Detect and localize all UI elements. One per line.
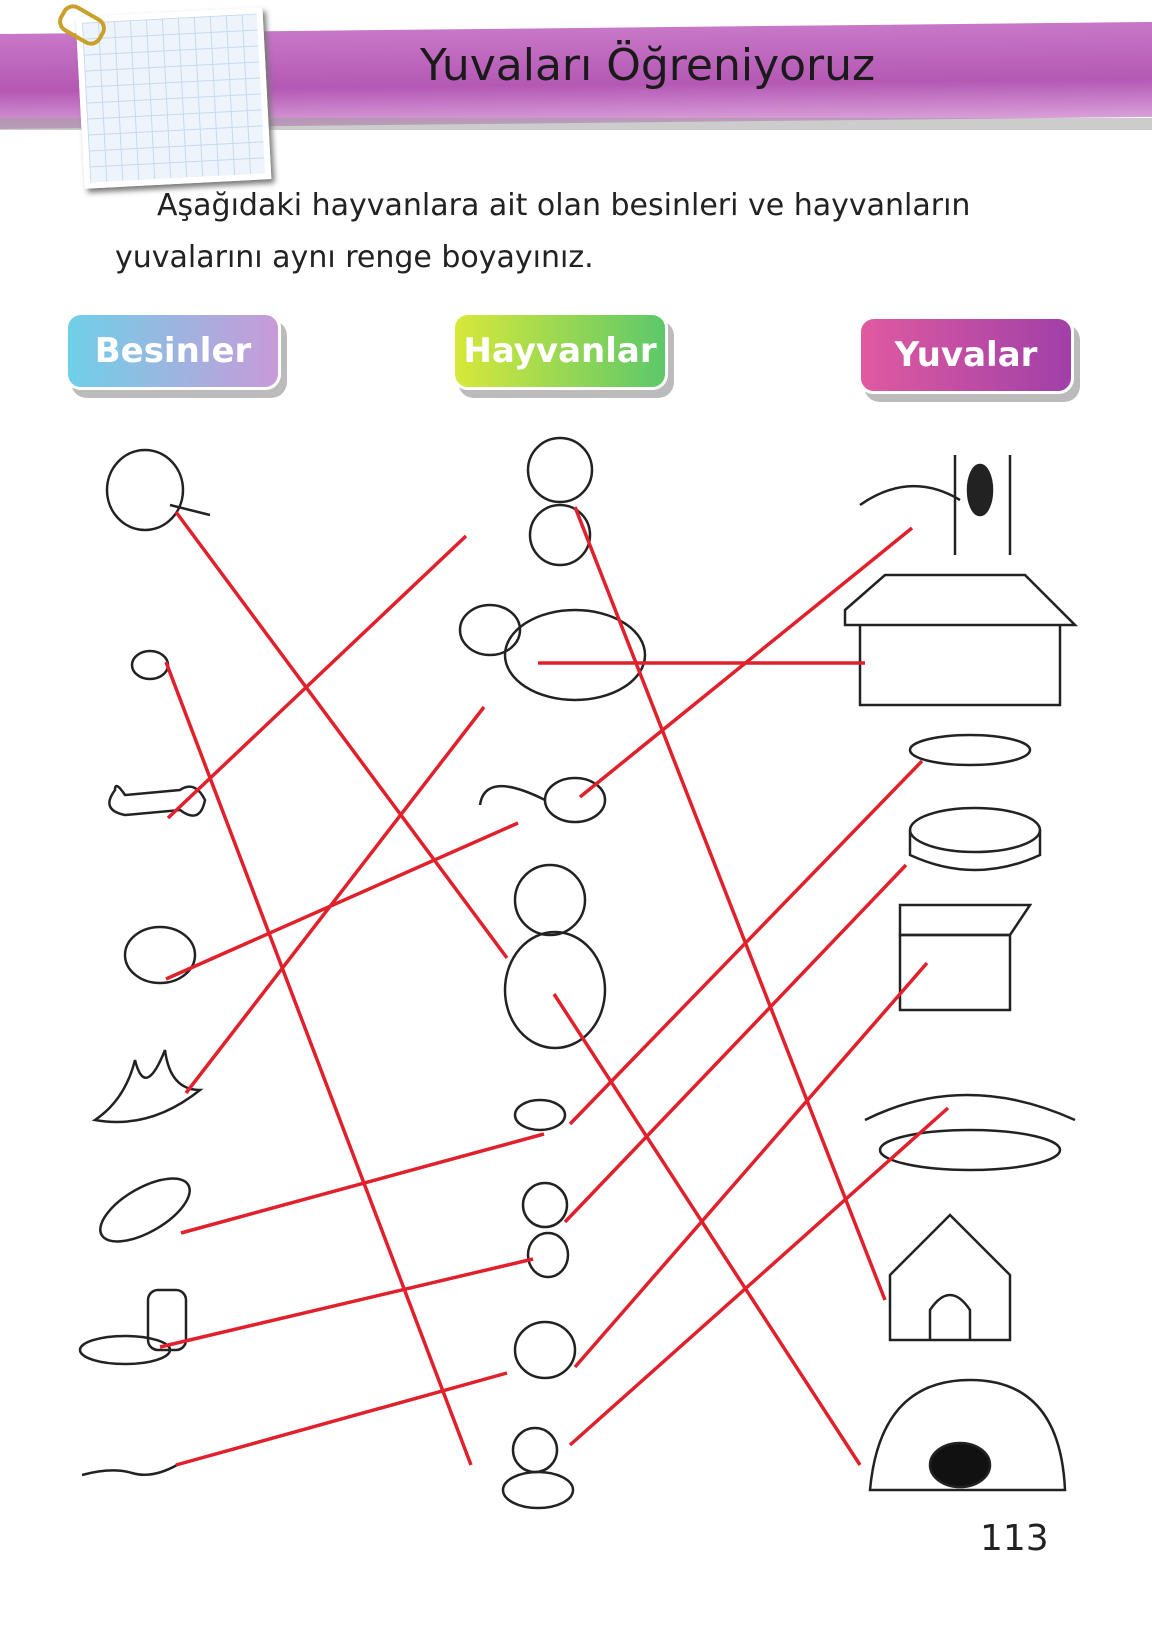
match-line (184, 705, 486, 1095)
milk-drawing (78, 1288, 188, 1366)
foods-header: Besinler (65, 312, 281, 390)
cave-drawing (868, 1378, 1067, 1492)
dog-drawing (526, 436, 594, 567)
basket-drawing (908, 806, 1042, 872)
page-number: 113 (980, 1518, 1049, 1559)
chicken-coop-drawing (898, 903, 1033, 1012)
doghouse-drawing (888, 1213, 1012, 1342)
instruction-text: Aşağıdaki hayvanlara ait olan besinleri … (115, 188, 971, 275)
corn-drawing (99, 1177, 191, 1243)
bear-drawing (503, 863, 607, 1050)
match-line (573, 506, 887, 1301)
page-title: Yuvaları Öğreniyoruz (420, 40, 876, 91)
bird-drawing (513, 1098, 567, 1132)
pond-drawing (864, 1093, 1076, 1172)
worm-drawing (81, 1463, 178, 1477)
squirrel-drawing (478, 776, 607, 824)
match-line (165, 821, 519, 981)
match-line (578, 526, 914, 799)
animals-header: Hayvanlar (452, 312, 668, 390)
walnut-drawing (123, 925, 197, 985)
cow-drawing (458, 603, 647, 702)
match-line (552, 993, 862, 1466)
grass-drawing (91, 1045, 204, 1124)
match-line (568, 759, 924, 1126)
matching-lines (159, 506, 950, 1467)
barn-drawing (843, 573, 1079, 707)
homes-header: Yuvalar (858, 316, 1074, 394)
bone-drawing (108, 784, 207, 817)
match-line (159, 1257, 534, 1349)
match-line (573, 961, 929, 1369)
match-line (166, 534, 468, 820)
match-line (180, 1132, 545, 1235)
match-line (568, 1106, 950, 1447)
chicken-drawing (513, 1320, 577, 1380)
fly-drawing (130, 649, 170, 681)
match-line (563, 863, 908, 1224)
match-line (175, 1371, 508, 1467)
banner-shadow (0, 118, 1152, 130)
tree-hollow-drawing (859, 455, 1012, 555)
match-line (164, 661, 473, 1466)
cat-drawing (521, 1181, 570, 1279)
nest-drawing (908, 733, 1032, 767)
match-line (174, 510, 509, 960)
frog-drawing (501, 1426, 575, 1510)
meat-drawing (105, 448, 211, 532)
